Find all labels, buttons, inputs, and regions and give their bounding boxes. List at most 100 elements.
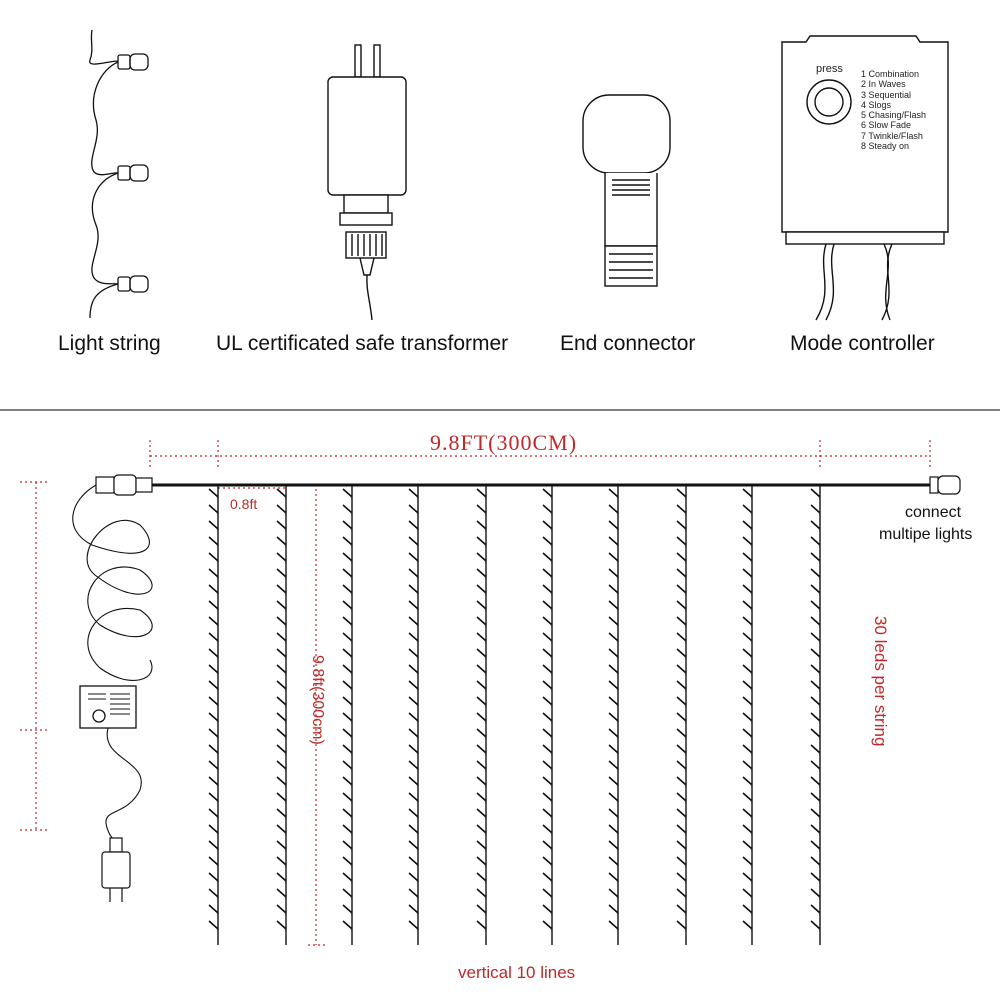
led-bulb <box>276 552 287 562</box>
led-bulb <box>476 712 487 722</box>
width-label: 9.8FT(300CM) <box>430 430 578 455</box>
led-bulb <box>542 488 553 498</box>
spacing-label: 0.8ft <box>230 496 258 512</box>
led-bulb <box>408 632 419 642</box>
led-bulb <box>408 696 419 706</box>
led-bulb <box>676 584 687 594</box>
led-bulb <box>676 824 687 834</box>
led-bulb <box>276 712 287 722</box>
led-bulb <box>342 488 353 498</box>
led-bulb <box>742 504 753 514</box>
led-bulb <box>542 888 553 898</box>
led-bulb <box>542 840 553 850</box>
led-bulb <box>542 680 553 690</box>
led-bulb <box>208 824 219 834</box>
led-bulb <box>276 840 287 850</box>
led-bulb <box>276 696 287 706</box>
led-bulb <box>208 552 219 562</box>
led-bulb <box>810 792 821 802</box>
led-bulb <box>342 712 353 722</box>
led-bulb <box>276 680 287 690</box>
led-bulb <box>810 616 821 626</box>
led-bulb <box>608 584 619 594</box>
led-bulb <box>476 552 487 562</box>
led-bulb <box>810 504 821 514</box>
led-bulb <box>542 664 553 674</box>
led-bulb <box>342 664 353 674</box>
led-bulb <box>208 808 219 818</box>
led-bulb <box>676 696 687 706</box>
led-bulb <box>810 824 821 834</box>
led-bulb <box>676 760 687 770</box>
led-bulb <box>742 808 753 818</box>
led-bulb <box>208 664 219 674</box>
led-bulb <box>608 776 619 786</box>
led-bulb <box>208 488 219 498</box>
led-bulb <box>342 520 353 530</box>
led-bulb <box>742 872 753 882</box>
led-bulb <box>276 568 287 578</box>
led-bulb <box>608 888 619 898</box>
led-bulb <box>342 760 353 770</box>
led-bulb <box>676 840 687 850</box>
led-bulb <box>542 552 553 562</box>
led-bulb <box>608 552 619 562</box>
led-bulb <box>408 600 419 610</box>
led-bulb <box>408 760 419 770</box>
mode-item: 3 Sequential <box>861 89 912 100</box>
led-bulb <box>476 680 487 690</box>
led-bulb <box>476 536 487 546</box>
led-bulb <box>408 504 419 514</box>
led-bulb <box>342 648 353 658</box>
height-label: 9.8ft(300cm) <box>309 655 326 745</box>
led-bulb <box>408 536 419 546</box>
led-bulb <box>608 568 619 578</box>
press-label: press <box>816 63 843 75</box>
led-bulb <box>208 776 219 786</box>
led-bulb <box>608 504 619 514</box>
leds-per-string-label: 30 leds per string <box>871 616 890 747</box>
led-bulb <box>676 536 687 546</box>
led-bulb <box>608 536 619 546</box>
mode-item: 7 Twinkle/Flash <box>861 130 923 141</box>
led-bulb <box>742 680 753 690</box>
led-bulb <box>276 488 287 498</box>
led-bulb <box>276 856 287 866</box>
led-bulb <box>476 696 487 706</box>
led-bulb <box>408 552 419 562</box>
led-bulb <box>542 616 553 626</box>
led-bulb <box>408 824 419 834</box>
led-bulb <box>810 488 821 498</box>
led-bulb <box>742 856 753 866</box>
end-connector-illustration <box>582 94 671 287</box>
led-bulb <box>208 856 219 866</box>
led-bulb <box>408 888 419 898</box>
led-bulb <box>676 664 687 674</box>
led-bulb <box>208 520 219 530</box>
led-bulb <box>810 760 821 770</box>
led-bulb <box>676 712 687 722</box>
led-bulb <box>408 744 419 754</box>
mode-item: 5 Chasing/Flash <box>861 110 927 121</box>
vertical-lines-label: vertical 10 lines <box>458 963 576 982</box>
led-bulb <box>542 536 553 546</box>
led-bulb <box>342 680 353 690</box>
led-bulb <box>810 904 821 914</box>
led-bulb <box>276 792 287 802</box>
led-bulb <box>810 888 821 898</box>
led-bulb <box>542 872 553 882</box>
led-bulb <box>608 792 619 802</box>
led-bulb <box>342 840 353 850</box>
led-bulb <box>476 872 487 882</box>
led-bulb <box>810 536 821 546</box>
led-bulb <box>608 712 619 722</box>
led-bulb <box>276 920 287 930</box>
led-bulb <box>742 728 753 738</box>
led-bulb <box>742 888 753 898</box>
led-bulb <box>276 616 287 626</box>
led-bulb <box>742 824 753 834</box>
led-bulb <box>342 728 353 738</box>
led-bulb <box>608 760 619 770</box>
led-bulb <box>742 568 753 578</box>
